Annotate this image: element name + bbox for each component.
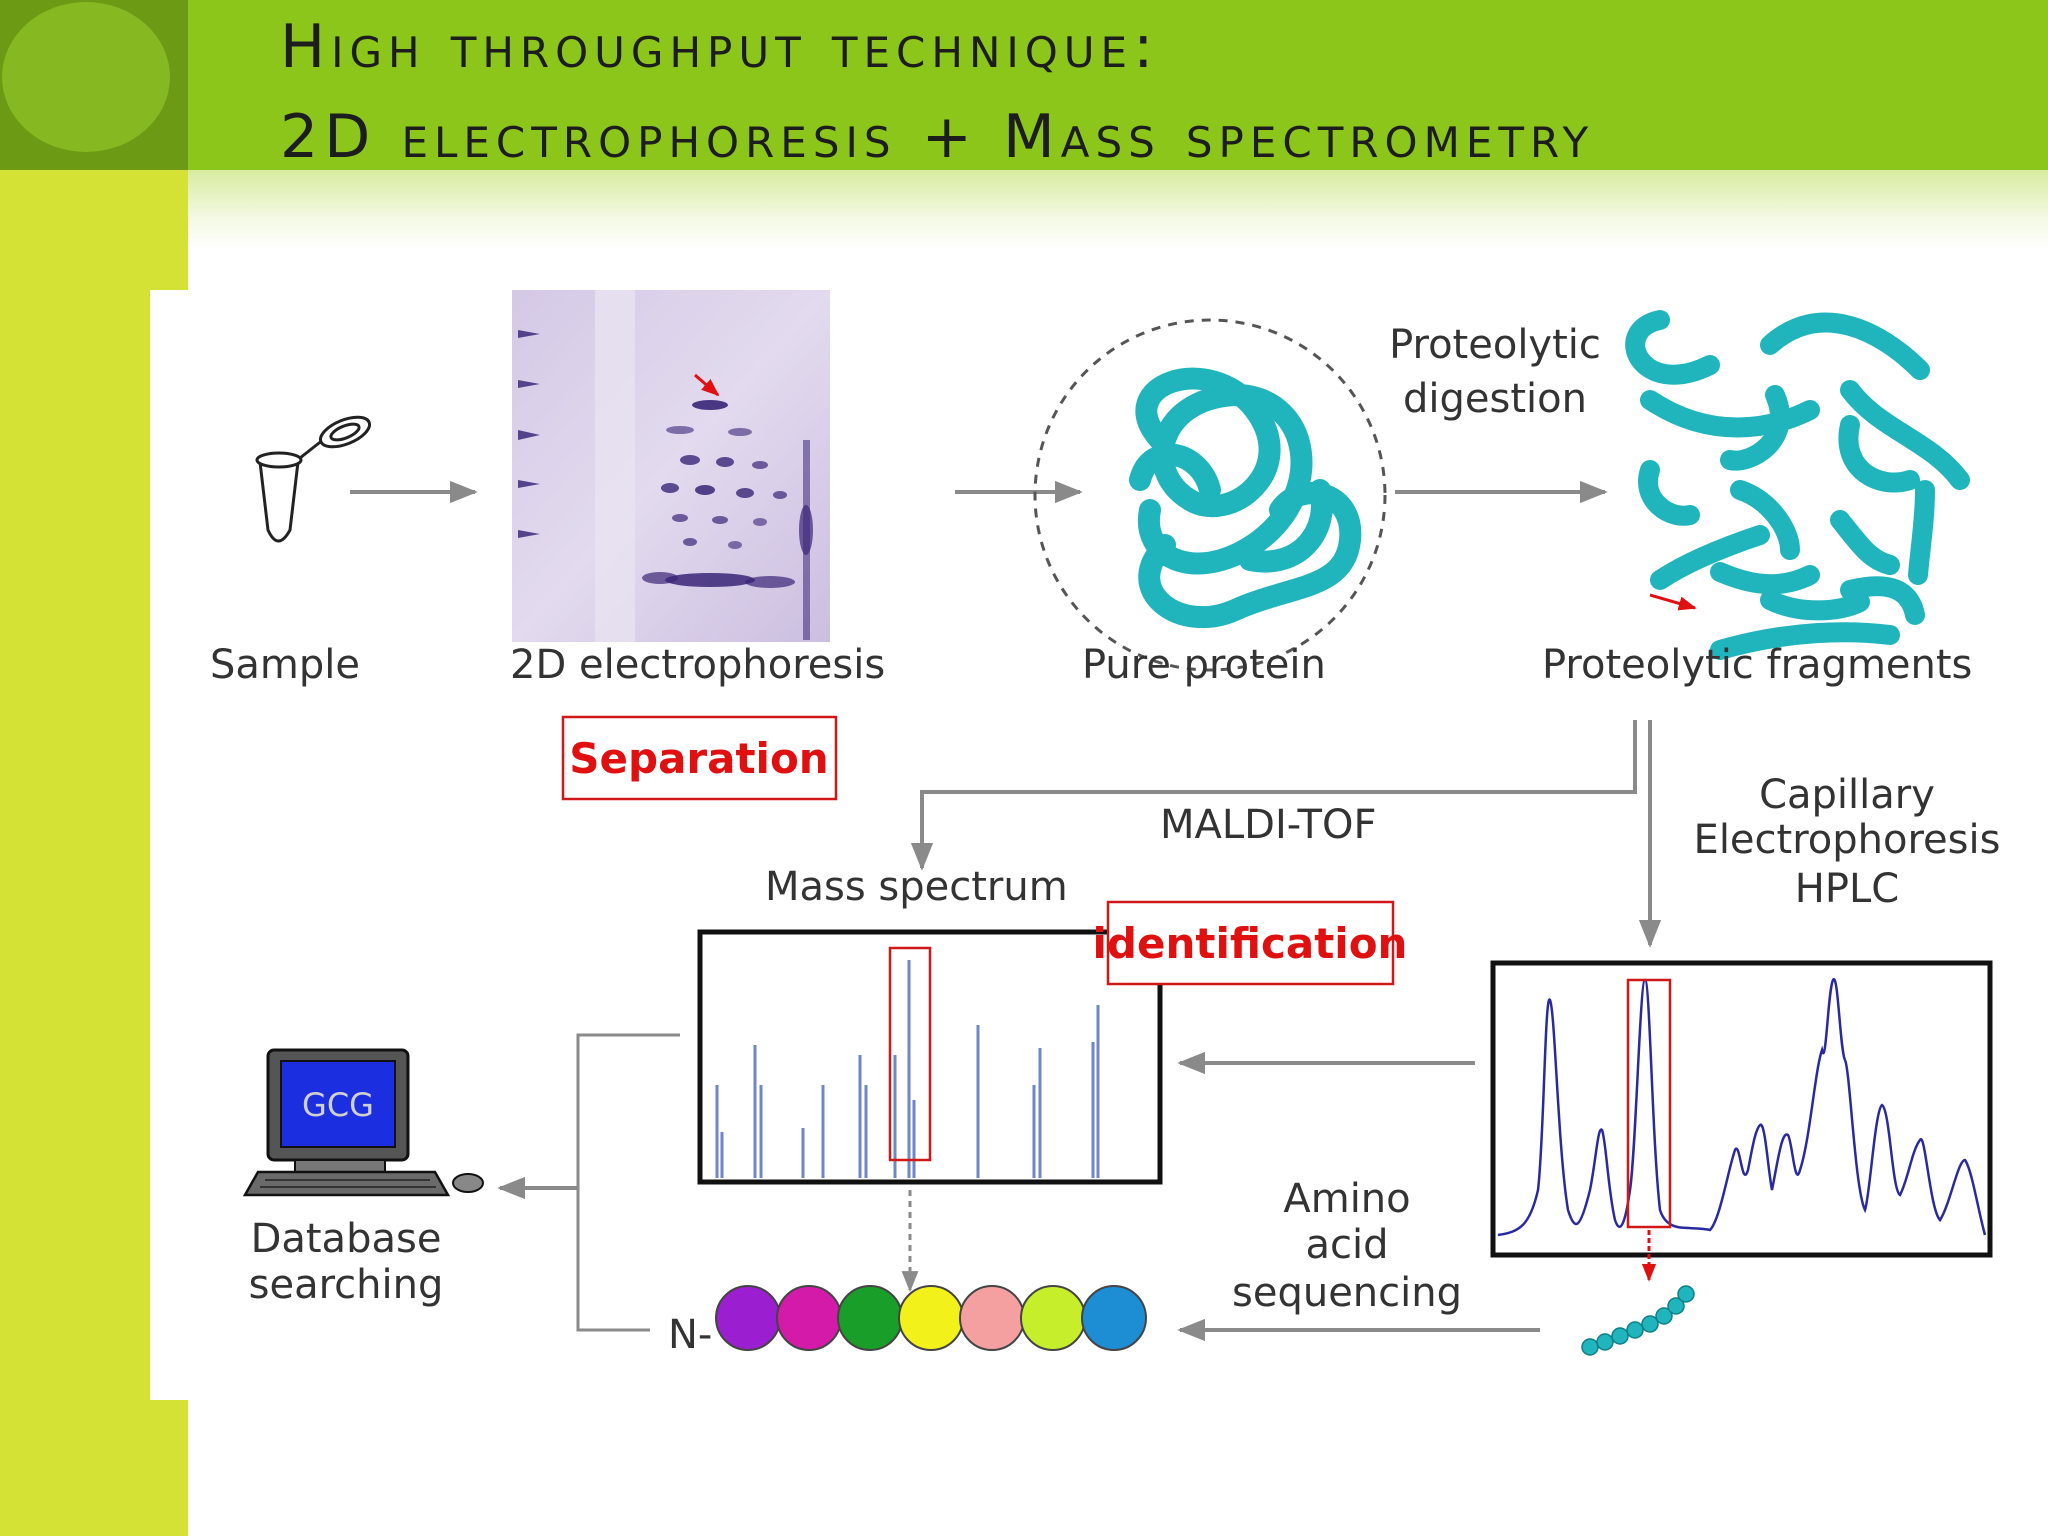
proteomics-workflow-figure: Sample 2D electrophoresis Pure protein P… — [150, 290, 2048, 1400]
hplc-chromatogram — [1490, 960, 1993, 1282]
separation-annotation: Separation — [561, 715, 838, 801]
identification-annotation: identification — [1093, 900, 1408, 986]
label-n-terminus: N- — [668, 1312, 712, 1358]
label-capillary: Capillary — [1759, 772, 1935, 818]
label-database: Database — [251, 1216, 442, 1262]
2d-gel-image — [512, 290, 830, 642]
amino-acid-bead — [837, 1285, 903, 1351]
amino-acid-bead — [715, 1285, 781, 1351]
corner-decoration — [0, 0, 188, 170]
label-amino: Amino — [1283, 1176, 1410, 1222]
title-bar — [188, 0, 2048, 170]
separation-label: Separation — [569, 734, 828, 783]
sample-tube-icon — [255, 415, 372, 543]
bracket-to-database — [576, 1033, 680, 1332]
label-proteolytic-digestion-2: digestion — [1403, 376, 1587, 422]
computer-icon: GCG — [242, 1048, 484, 1197]
peptide-fragment-icon — [1581, 1285, 1695, 1356]
label-sample: Sample — [210, 642, 360, 688]
slide-title: High throughput technique: 2D electropho… — [280, 2, 1594, 182]
label-pure-protein: Pure protein — [1082, 642, 1326, 688]
amino-acid-bead — [898, 1285, 964, 1351]
label-sequencing: sequencing — [1232, 1270, 1462, 1316]
pure-protein-icon — [1033, 318, 1387, 672]
corner-circle-decoration — [2, 2, 170, 152]
amino-acid-bead — [1020, 1285, 1086, 1351]
label-capillary-electrophoresis: Electrophoresis — [1694, 817, 2001, 863]
amino-acid-chain — [715, 1285, 1147, 1351]
proteolytic-fragments-icon — [1625, 310, 1970, 660]
label-proteolytic-fragments: Proteolytic fragments — [1542, 642, 1972, 688]
arrow-fragments-to-maldi — [910, 720, 1637, 871]
label-acid: acid — [1305, 1222, 1388, 1268]
slide-title-line-2: 2D electrophoresis + Mass spectrometry — [280, 102, 1595, 172]
label-maldi-tof: MALDI-TOF — [1160, 802, 1376, 848]
amino-acid-bead — [1081, 1285, 1147, 1351]
slide-title-line-1: High throughput technique: — [280, 12, 1160, 82]
computer-screen-text: GCG — [302, 1086, 374, 1124]
title-bar-fade — [188, 170, 2048, 250]
amino-acid-bead — [776, 1285, 842, 1351]
label-mass-spectrum: Mass spectrum — [765, 864, 1068, 910]
identification-label: identification — [1093, 919, 1408, 968]
mass-spectrum-plot — [697, 929, 1163, 1185]
amino-acid-bead — [959, 1285, 1025, 1351]
label-2d-electrophoresis: 2D electrophoresis — [510, 642, 885, 688]
label-hplc: HPLC — [1795, 866, 1899, 912]
label-proteolytic-digestion-1: Proteolytic — [1389, 322, 1601, 368]
label-searching: searching — [249, 1262, 444, 1308]
fragment-red-pointer — [1649, 593, 1697, 611]
